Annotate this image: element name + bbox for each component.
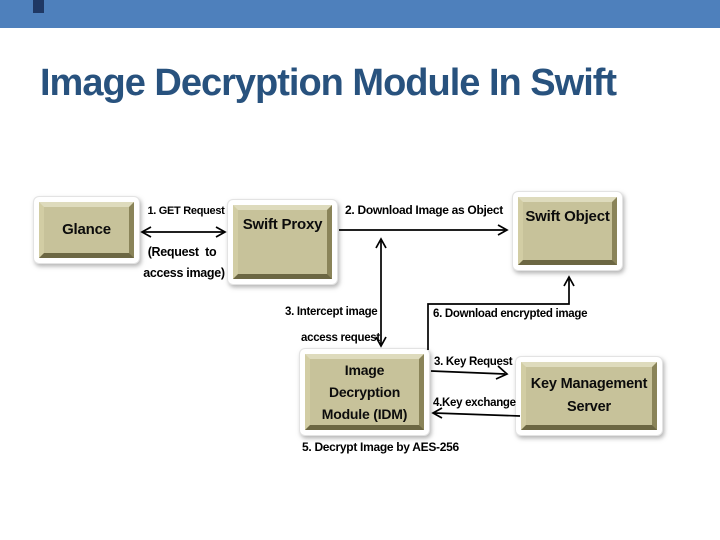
node-glance-face: Glance [39,202,134,258]
header-accent-tab [33,0,44,13]
node-swift-object-face: Swift Object [518,197,617,265]
node-kms: Key Management Server [515,356,663,436]
arrowhead-intercept-down [375,336,387,348]
connector-key-exchange [433,412,521,417]
arrowhead-download-image [497,224,509,236]
label-step1-get-request: 1. GET Request [147,205,225,217]
arrowhead-download-encrypted [563,275,575,287]
node-swift-object: Swift Object [512,191,623,271]
label-step2-download-image: 2. Download Image as Object [345,203,503,217]
label-step6-download-encrypted: 6. Download encrypted image [433,308,588,320]
node-idm-label-line1: Image [344,362,385,378]
node-idm-face: Image Decryption Module (IDM) [305,354,424,430]
label-step1-note-line2: access image) [143,266,225,280]
arrowhead-key-request [495,365,509,380]
node-idm: Image Decryption Module (IDM) [299,348,430,436]
node-swift-proxy-face: Swift Proxy [233,205,332,279]
node-idm-label-line3: Module (IDM) [321,406,408,422]
header-bar [0,0,720,28]
label-step1-note-line1: (Request to [147,245,217,259]
node-kms-label-line1: Key Management [530,376,648,392]
connector-key-request [430,370,506,375]
arrowhead-key-exchange [431,407,443,419]
arrowhead-get-request-right [215,226,227,238]
label-step3-key-request: 3. Key Request [434,356,513,368]
label-step5-decrypt: 5. Decrypt Image by AES-256 [302,440,459,454]
node-kms-face: Key Management Server [521,362,657,430]
connector-download-encrypted [427,279,570,350]
label-step3-intercept-line1: 3. Intercept image [285,306,378,318]
node-swift-object-label: Swift Object [525,208,610,225]
label-step3-intercept-line2: access request [301,332,380,344]
arrowhead-get-request-left [140,226,152,238]
node-idm-label-line2: Decryption [328,384,401,400]
label-step4-key-exchange: 4.Key exchange [433,397,516,409]
page-title: Image Decryption Module In Swift [40,62,617,104]
node-swift-proxy-label: Swift Proxy [242,216,323,233]
node-swift-proxy: Swift Proxy [227,199,338,285]
node-glance: Glance [33,196,140,264]
node-glance-label: Glance [62,220,111,238]
arrowhead-intercept-up [375,237,387,249]
node-kms-label-line2: Server [567,399,611,415]
